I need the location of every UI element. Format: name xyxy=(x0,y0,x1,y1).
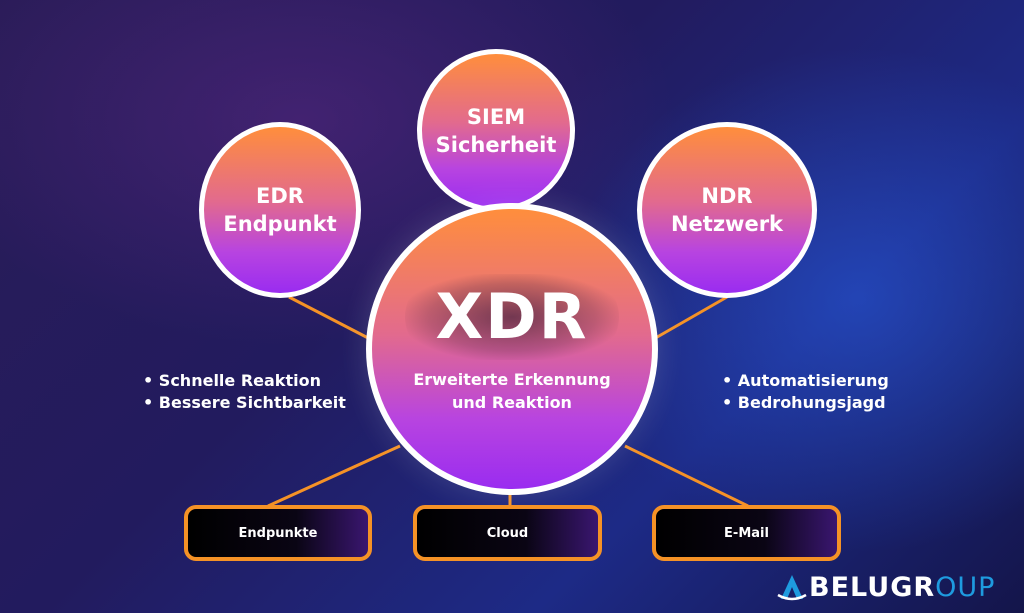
logo-text-part1: BELU xyxy=(809,572,891,603)
xdr-title: XDR xyxy=(435,280,589,353)
edr-sublabel: Endpunkt xyxy=(223,212,337,236)
connector-endpunkte xyxy=(267,444,401,508)
benefit-item: Automatisierung xyxy=(722,370,889,392)
source-box-cloud: Cloud xyxy=(413,505,602,561)
belugroup-logo: BELUGROUP xyxy=(775,573,995,603)
connector-edr xyxy=(288,295,373,342)
ndr-sublabel: Netzwerk xyxy=(670,212,784,236)
benefit-item: Bessere Sichtbarkeit xyxy=(143,392,346,414)
ndr-circle: NDR Netzwerk xyxy=(637,122,817,298)
benefits-right-list: Automatisierung Bedrohungsjagd xyxy=(722,370,889,414)
connector-ndr xyxy=(651,295,728,342)
ndr-label: NDR xyxy=(701,184,753,208)
edr-label: EDR xyxy=(256,184,304,208)
source-box-endpunkte: Endpunkte xyxy=(184,505,372,561)
logo-mark-icon xyxy=(777,575,807,601)
benefit-item: Bedrohungsjagd xyxy=(722,392,889,414)
logo-text-part2: GR xyxy=(890,572,936,603)
benefit-item: Schnelle Reaktion xyxy=(143,370,346,392)
xdr-subtitle-line2: und Reaktion xyxy=(452,393,572,412)
benefits-left-list: Schnelle Reaktion Bessere Sichtbarkeit xyxy=(143,370,346,414)
xdr-title-glow: XDR xyxy=(405,274,619,360)
siem-sublabel: Sicherheit xyxy=(435,132,557,157)
source-box-email: E-Mail xyxy=(652,505,841,561)
xdr-subtitle-line1: Erweiterte Erkennung xyxy=(413,370,611,389)
connector-email xyxy=(624,444,749,508)
edr-circle: EDR Endpunkt xyxy=(199,122,361,298)
siem-circle: SIEM Sicherheit xyxy=(417,49,575,212)
logo-text-part3: OUP xyxy=(935,572,996,603)
xdr-subtitle: Erweiterte Erkennung und Reaktion xyxy=(413,368,610,414)
siem-label: SIEM xyxy=(466,104,526,129)
xdr-hub-circle: XDR Erweiterte Erkennung und Reaktion xyxy=(366,203,658,495)
